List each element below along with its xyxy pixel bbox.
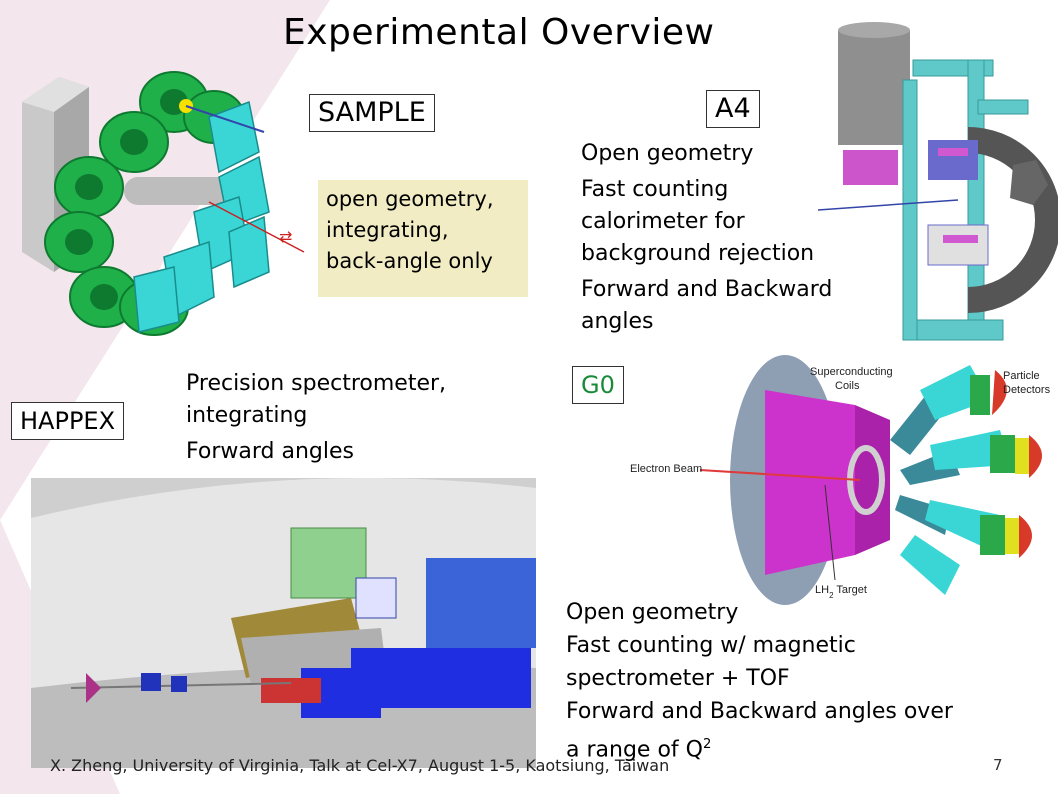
sample-detector-figure: ⇄	[22, 71, 305, 336]
page-number: 7	[993, 756, 1003, 774]
a4-line: Open geometry	[581, 141, 754, 166]
happex-hall-figure	[31, 478, 536, 768]
g0-detectors-label: Detectors	[1003, 384, 1051, 396]
a4-line: background rejection	[581, 241, 815, 266]
a4-line: Fast counting	[581, 177, 729, 202]
a4-detector-figure	[818, 22, 1058, 341]
happex-label: HAPPEX	[11, 402, 125, 440]
g0-line: Fast counting w/ magnetic	[566, 633, 856, 658]
a4-line: calorimeter for	[581, 209, 745, 234]
g0-line: Forward and Backward angles over	[566, 699, 953, 724]
g0-coils-label: Coils	[835, 380, 860, 392]
sample-notes: open geometry, integrating, back-angle o…	[318, 180, 528, 297]
g0-coils-label: Superconducting	[810, 366, 893, 378]
a4-description: Open geometry Fast counting calorimeter …	[581, 138, 832, 338]
sample-note-line: open geometry,	[326, 187, 494, 211]
g0-detectors-label: Particle	[1003, 370, 1040, 382]
a4-label: A4	[706, 90, 760, 128]
sample-label: SAMPLE	[309, 94, 435, 132]
sample-note-line: back-angle only	[326, 249, 493, 273]
happex-line: integrating	[186, 403, 308, 428]
footer-citation: X. Zheng, University of Virginia, Talk a…	[50, 756, 670, 775]
g0-description: Open geometry Fast counting w/ magnetic …	[566, 596, 953, 766]
svg-text:⇄: ⇄	[279, 227, 292, 246]
happex-line: Forward angles	[186, 439, 354, 464]
slide-title: Experimental Overview	[283, 12, 715, 53]
sample-note-line: integrating,	[326, 218, 449, 242]
happex-description: Precision spectrometer, integrating Forw…	[186, 368, 446, 468]
g0-target-label: LH2 Target	[815, 584, 867, 600]
a4-line: Forward and Backward	[581, 277, 833, 302]
happex-line: Precision spectrometer,	[186, 371, 447, 396]
g0-detector-figure: Electron Beam Superconducting Coils Part…	[630, 355, 1051, 605]
g0-label: G0	[572, 366, 624, 404]
g0-line: spectrometer + TOF	[566, 666, 790, 691]
g0-line: a range of Q2	[566, 737, 712, 763]
a4-line: angles	[581, 309, 654, 334]
g0-line: Open geometry	[566, 600, 739, 625]
g0-beam-label: Electron Beam	[630, 463, 702, 475]
